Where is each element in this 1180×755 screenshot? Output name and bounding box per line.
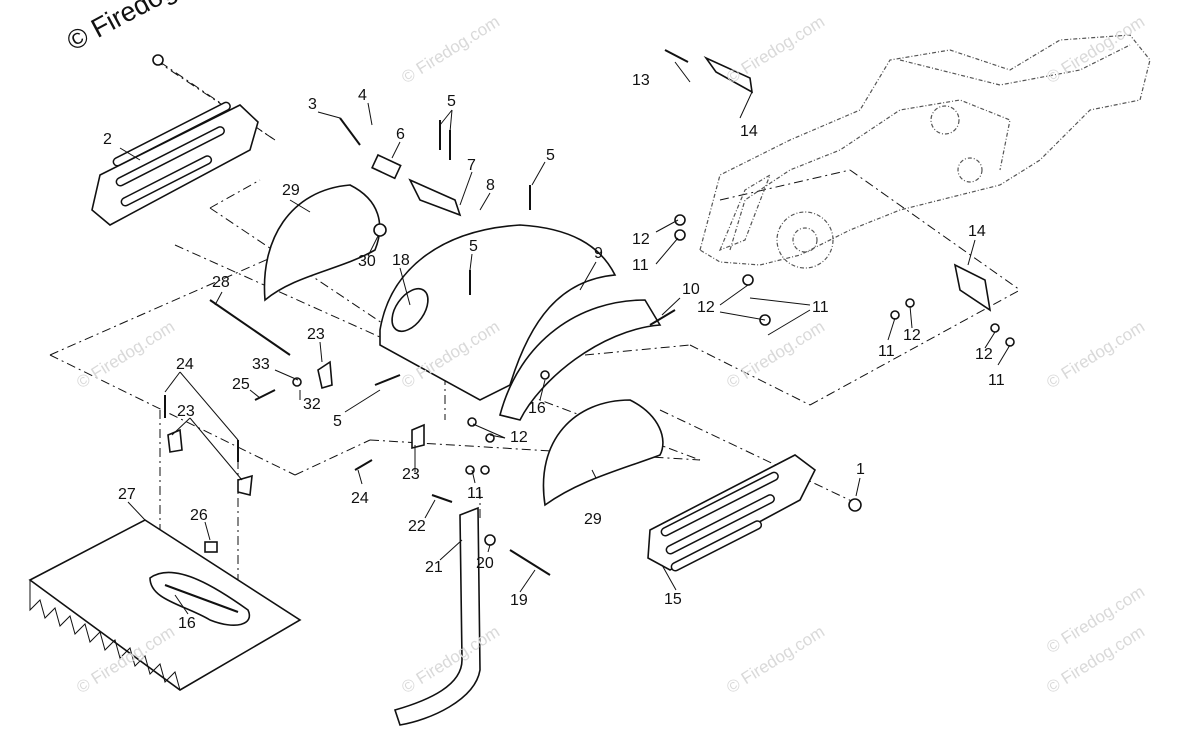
leader-lines: [119, 61, 1011, 615]
callout-13: 13: [632, 72, 650, 89]
callout-5: 5: [333, 413, 342, 430]
callout-10: 10: [682, 281, 700, 298]
callout-28: 28: [212, 274, 230, 291]
callout-5: 5: [546, 147, 555, 164]
shields: [263, 184, 664, 507]
callout-11: 11: [878, 343, 895, 360]
callout-12: 12: [632, 231, 650, 248]
callout-9: 9: [594, 245, 603, 262]
callout-23: 23: [177, 403, 195, 420]
callout-12: 12: [510, 429, 528, 446]
callout-24: 24: [351, 490, 369, 507]
callout-12: 12: [903, 327, 921, 344]
callout-5: 5: [469, 238, 478, 255]
callout-15: 15: [664, 591, 682, 608]
callout-1: 1: [856, 461, 865, 478]
tine-hood: [379, 224, 662, 421]
callout-33: 33: [252, 356, 270, 373]
callout-18: 18: [392, 252, 410, 269]
callout-16: 16: [528, 400, 546, 417]
callout-29: 29: [282, 182, 300, 199]
callout-11: 11: [812, 299, 829, 316]
callout-30: 30: [358, 253, 376, 270]
side-panel-right: [647, 454, 817, 572]
callout-11: 11: [632, 257, 649, 274]
callout-12: 12: [697, 299, 715, 316]
callout-22: 22: [408, 518, 426, 535]
callout-12: 12: [975, 346, 993, 363]
callout-14: 14: [968, 223, 986, 240]
tiller-frame-outline: [699, 34, 1151, 269]
callout-14: 14: [740, 123, 758, 140]
callout-23: 23: [307, 326, 325, 343]
callout-8: 8: [486, 177, 495, 194]
callout-3: 3: [308, 96, 317, 113]
callout-20: 20: [476, 555, 494, 572]
callout-2: 2: [103, 131, 112, 148]
callout-24: 24: [176, 356, 194, 373]
callout-5: 5: [447, 93, 456, 110]
depth-stake: [393, 506, 481, 726]
callout-32: 32: [303, 396, 321, 413]
callout-7: 7: [467, 157, 476, 174]
callout-11: 11: [988, 372, 1005, 389]
side-panel-left: [91, 101, 259, 226]
deflector-plate: [28, 519, 302, 691]
callout-26: 26: [190, 507, 208, 524]
callout-21: 21: [425, 559, 443, 576]
callout-27: 27: [118, 486, 136, 503]
callout-6: 6: [396, 126, 405, 143]
callout-23: 23: [402, 466, 420, 483]
callout-4: 4: [358, 87, 367, 104]
callout-16: 16: [178, 615, 196, 632]
callout-29: 29: [584, 511, 602, 528]
callout-25: 25: [232, 376, 250, 393]
callout-19: 19: [510, 592, 528, 609]
callout-11: 11: [467, 485, 484, 502]
